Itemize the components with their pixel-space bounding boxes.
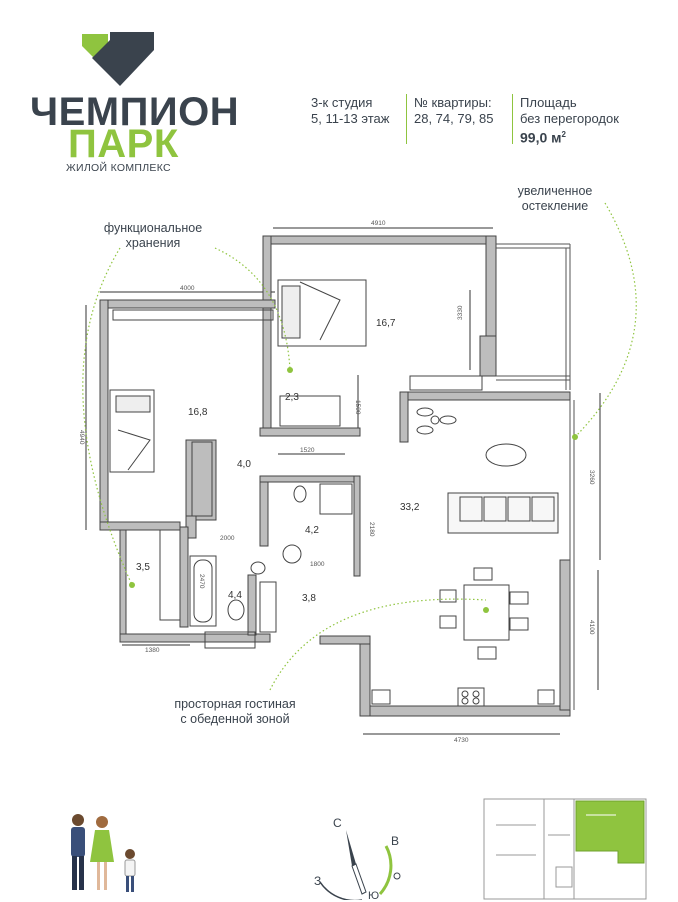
dim-inner-1520: 1520 [300, 447, 315, 454]
brand-name-line2: ПАРК [68, 122, 179, 166]
annotation-glazing-line2: остекление [521, 199, 589, 213]
dim-bottom-left: 1380 [145, 647, 160, 654]
apartment-floors: 5, 11-13 этаж [311, 111, 390, 126]
annotation-living-line1: просторная гостиная [174, 697, 296, 711]
leader-storage-dot-2 [287, 367, 293, 373]
annotation-living: просторная гостиная с обеденной зоной [150, 697, 320, 727]
compass-south: Ю [368, 890, 380, 902]
dim-left-side: 4940 [78, 430, 85, 445]
annotation-glazing: увеличенное остекление [500, 184, 610, 214]
leader-storage [82, 247, 133, 586]
dim-top-right: 4910 [371, 220, 386, 227]
annotation-storage-line1: функциональное [103, 221, 203, 235]
dim-inner-2000: 2000 [220, 535, 235, 542]
room-label-hall: 4,0 [237, 459, 251, 470]
compass: С В З Ю [300, 812, 410, 902]
area-label-2: без перегородок [520, 111, 619, 126]
room-label-storage-left: 3,5 [136, 562, 150, 573]
apartment-type: 3-к студия 5, 11-13 этаж [311, 95, 389, 127]
dim-right-upper: 3260 [588, 470, 595, 485]
leader-storage-dot [129, 582, 135, 588]
room-label-living: 33,2 [400, 502, 420, 513]
leader-living [269, 598, 487, 691]
apartment-type-label: 3-к студия [311, 95, 373, 110]
area-label-1: Площадь [520, 95, 577, 110]
brand-subtitle: ЖИЛОЙ КОМПЛЕКС [66, 162, 171, 174]
dim-inner-2470: 2470 [198, 574, 205, 589]
area-unit-sup: 2 [561, 130, 566, 139]
annotation-storage: функциональное хранения [88, 221, 218, 251]
header-divider-1 [406, 94, 407, 144]
leader-glazing [574, 202, 637, 438]
dim-right-lower: 4100 [588, 620, 595, 635]
compass-north: С [333, 816, 342, 830]
room-label-bath-right: 4,2 [305, 525, 319, 536]
annotation-storage-line2: хранения [125, 236, 181, 250]
dim-inner-1800: 1800 [310, 561, 325, 568]
apartment-numbers-value: 28, 74, 79, 85 [414, 111, 494, 126]
dim-inner-2180: 2180 [368, 522, 375, 537]
room-label-bedroom-right: 16,7 [376, 318, 396, 329]
room-label-entry: 3,8 [302, 593, 316, 604]
annotation-glazing-line1: увеличенное [517, 184, 593, 198]
leader-glazing-dot [572, 434, 578, 440]
apartment-numbers: № квартиры: 28, 74, 79, 85 [414, 95, 494, 127]
compass-east: В [391, 834, 400, 848]
room-label-bedroom-left: 16,8 [188, 407, 208, 418]
brand-logo [82, 32, 154, 86]
room-label-wardrobe: 2,3 [285, 392, 299, 403]
dim-inner-3330: 3330 [457, 305, 464, 320]
annotation-living-line2: с обеденной зоной [180, 712, 290, 726]
leader-living-dot [483, 607, 489, 613]
dim-top-left: 4000 [180, 285, 195, 292]
key-plan-highlight [575, 800, 645, 864]
dim-inner-1500: 1500 [354, 400, 361, 415]
leader-storage-2 [214, 247, 291, 371]
logo-dark-shape [92, 32, 154, 86]
family-illustration [71, 814, 136, 892]
compass-drawing [319, 830, 401, 900]
dim-bottom-right: 4730 [454, 737, 469, 744]
room-label-bath-left: 4,4 [228, 590, 242, 601]
compass-west: З [314, 874, 322, 888]
apartment-numbers-label: № квартиры: [414, 95, 492, 110]
area-value-number: 99,0 м [520, 129, 562, 146]
area-value: 99,0 м2 [520, 127, 619, 146]
brand-name-line1: ЧЕМПИОН [30, 90, 240, 134]
building-key-plan [483, 798, 647, 900]
header-divider-2 [512, 94, 513, 144]
apartment-area: Площадь без перегородок 99,0 м2 [520, 95, 619, 146]
